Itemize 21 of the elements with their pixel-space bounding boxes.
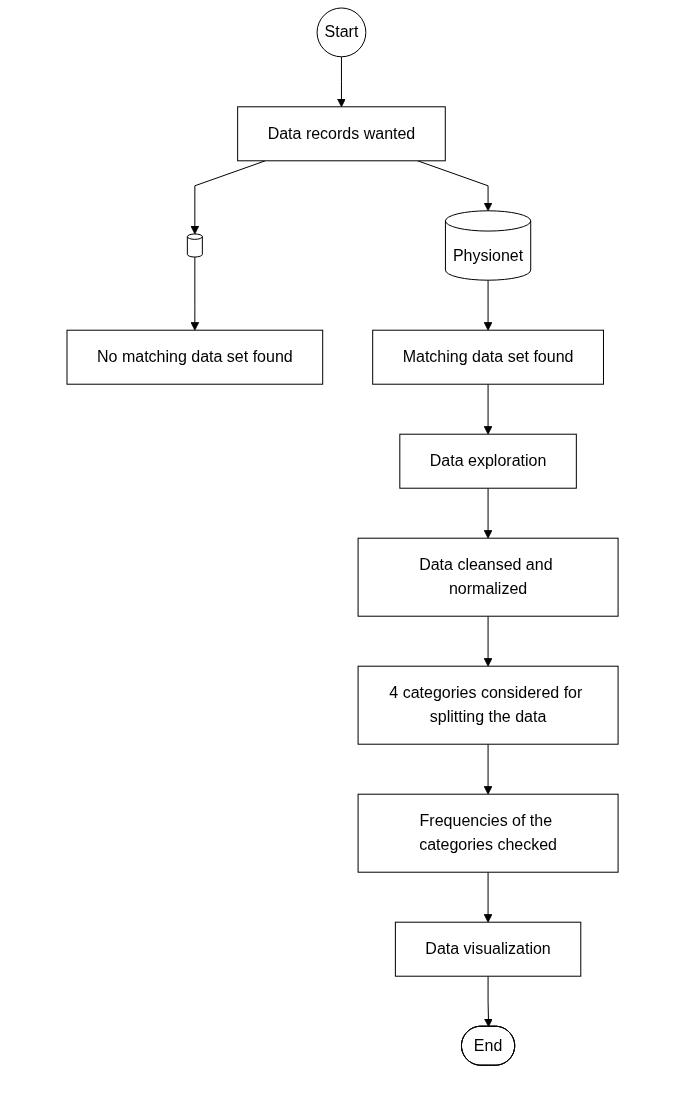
node-box: Data records wanted <box>237 106 446 162</box>
node-circle: Start <box>316 7 367 58</box>
arrow <box>190 256 200 331</box>
node-box: 4 categories considered for splitting the data <box>357 665 619 745</box>
node-box: Data visualization <box>394 921 582 977</box>
node-box: Matching data set found <box>372 329 604 385</box>
arrow <box>417 160 493 212</box>
arrow <box>483 615 493 667</box>
node-box: Frequencies of the categories checked <box>357 793 619 873</box>
arrow <box>337 56 346 108</box>
node-cylinder <box>186 233 203 258</box>
node-box: Data exploration <box>399 433 577 489</box>
arrow <box>483 383 493 435</box>
arrow <box>190 160 266 235</box>
node-box: No matching data set found <box>66 329 324 385</box>
arrow <box>483 279 493 331</box>
arrow <box>483 975 493 1028</box>
arrow <box>483 487 493 539</box>
node-box: Data cleansed and normalized <box>357 537 619 617</box>
arrow <box>483 743 493 795</box>
arrow <box>483 871 493 923</box>
